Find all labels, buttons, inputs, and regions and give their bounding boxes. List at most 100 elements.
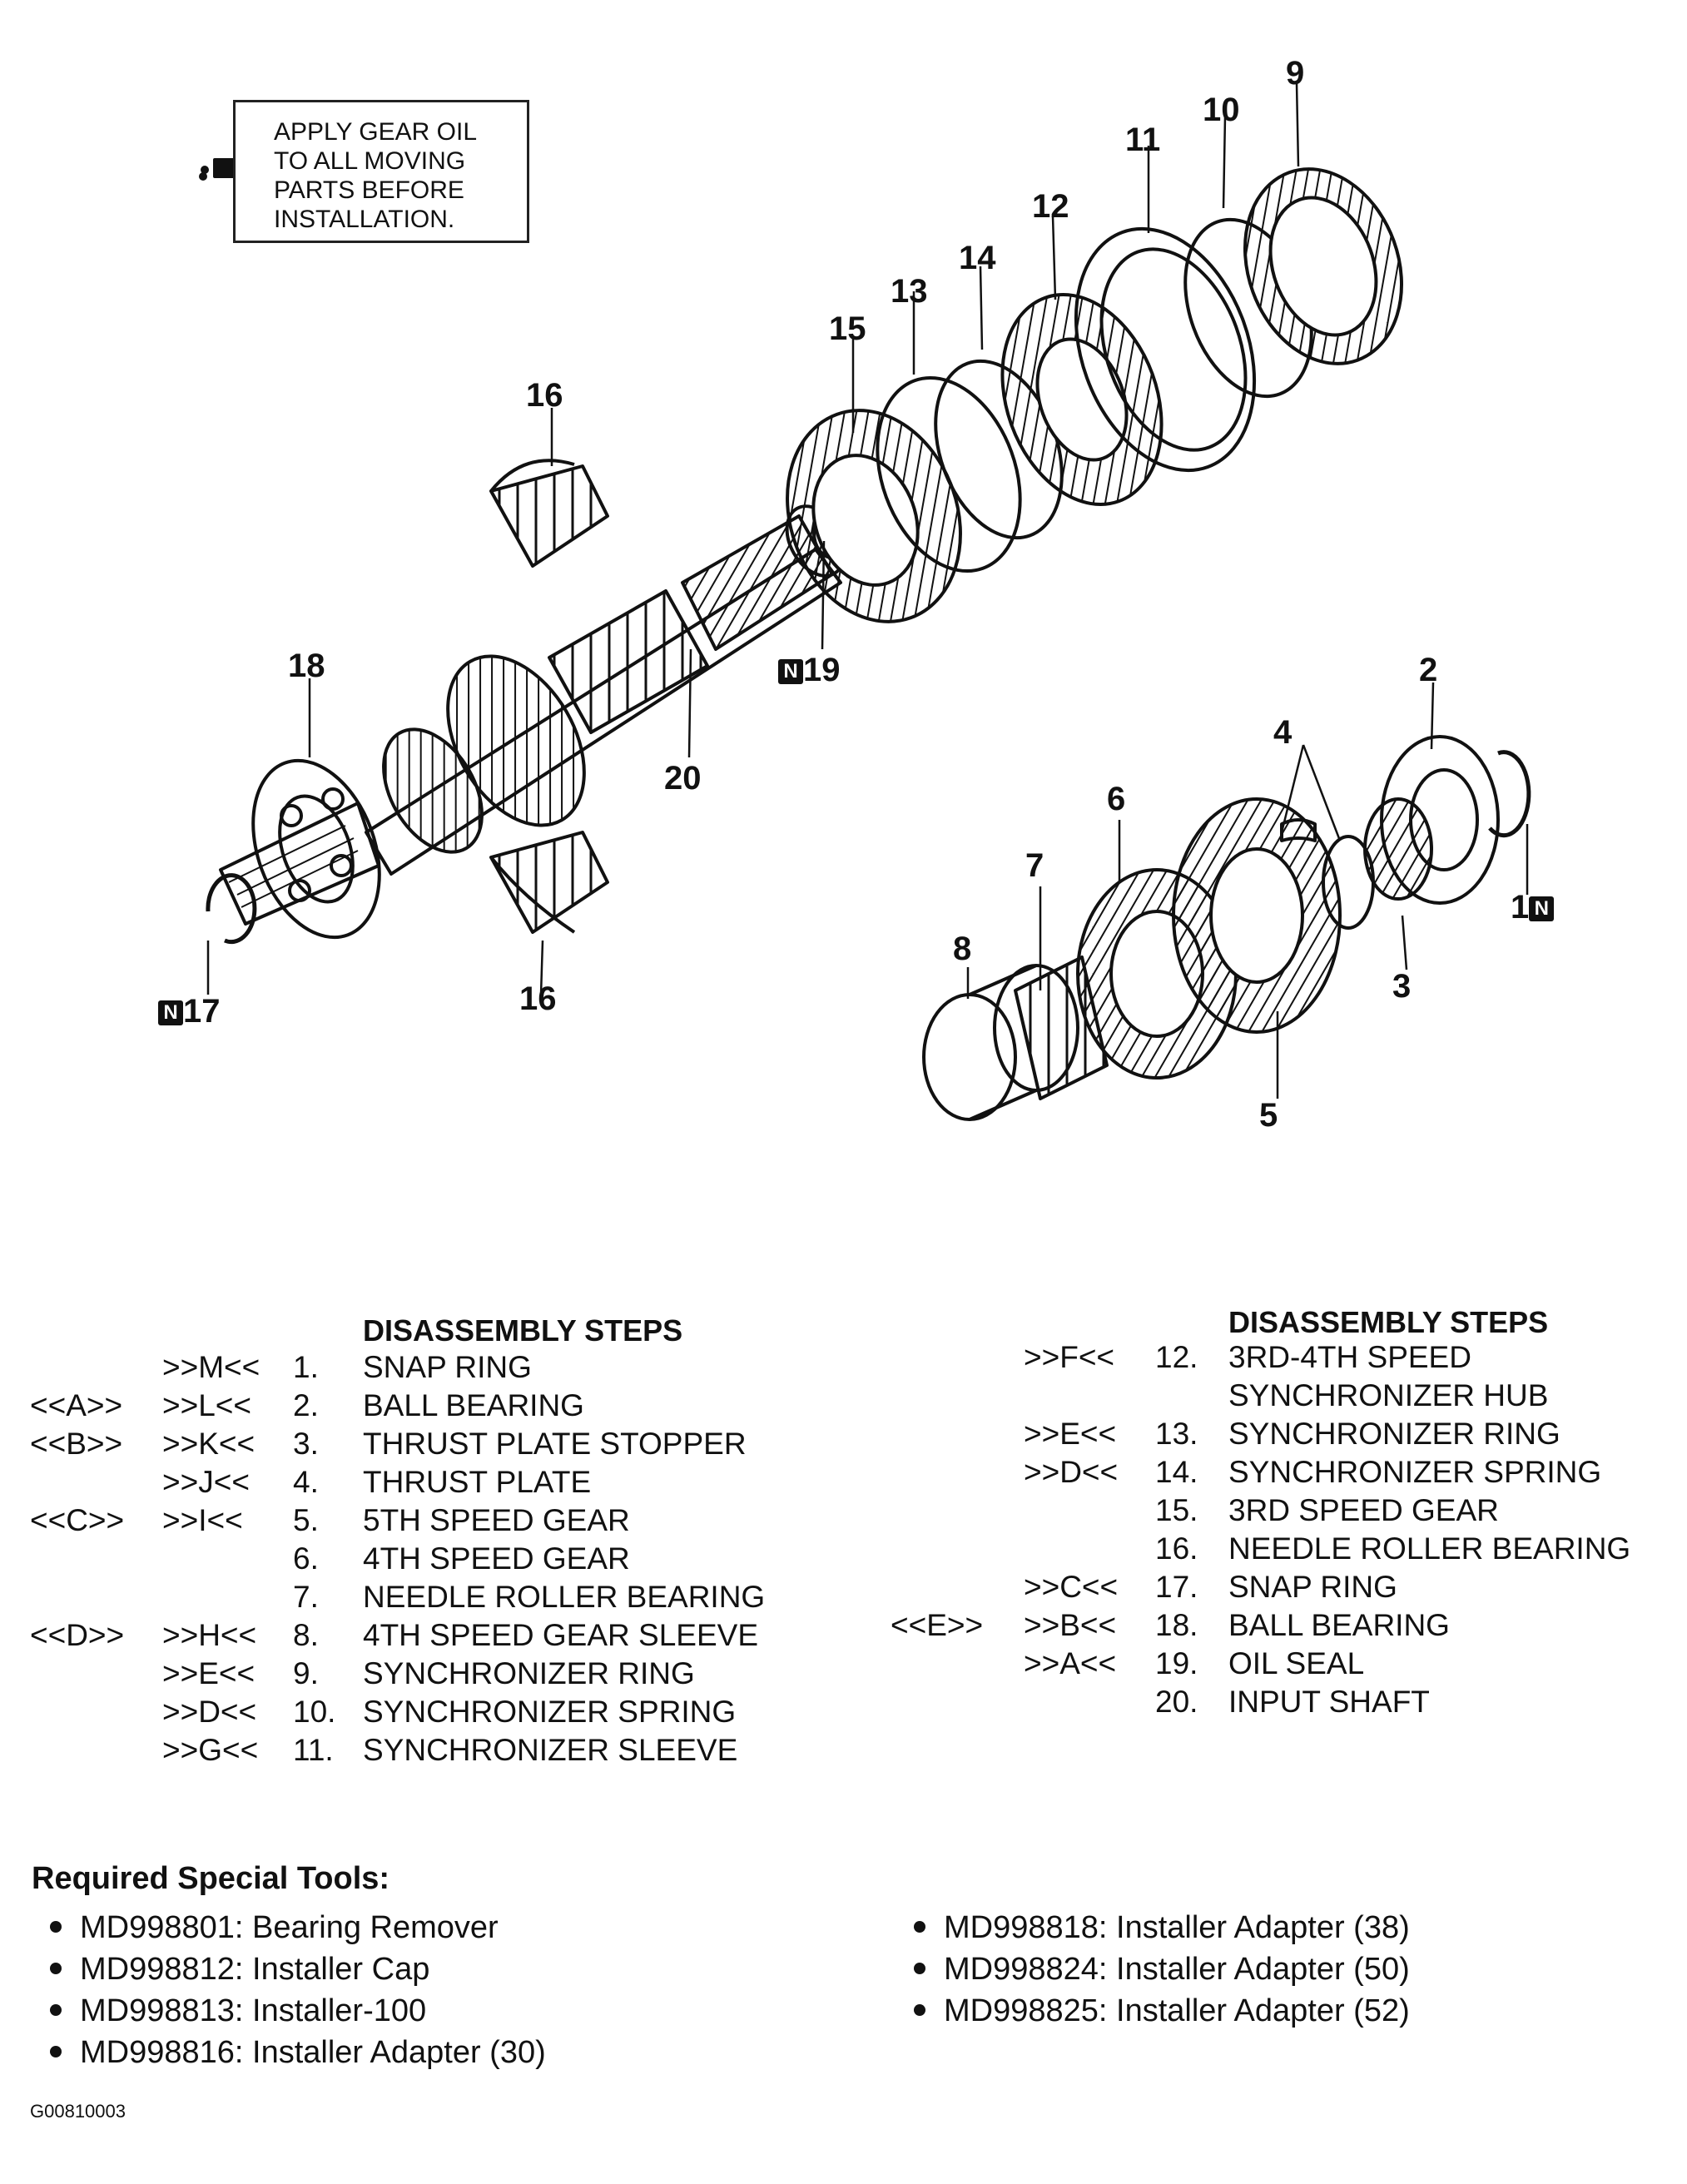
step-install-code: >>I<< bbox=[162, 1503, 243, 1537]
step-install-code: >>G<< bbox=[162, 1733, 259, 1767]
tool-item: MD998812: Installer Cap bbox=[50, 1952, 429, 1988]
step-row: >>F<< 12. 3RD-4TH SPEED bbox=[0, 1338, 1687, 1377]
step-number: 14. bbox=[1155, 1455, 1198, 1489]
step-row: >>A<<19.OIL SEAL bbox=[0, 1645, 1687, 1683]
step-number: 10. bbox=[293, 1695, 336, 1729]
step-number: 12. bbox=[1155, 1340, 1198, 1374]
callout-14: 14 bbox=[959, 240, 996, 276]
tool-item: MD998816: Installer Adapter (30) bbox=[50, 2035, 546, 2071]
step-number: 16. bbox=[1155, 1531, 1198, 1566]
step-row: <<D>>>>H<<8.4TH SPEED GEAR SLEEVE bbox=[0, 1616, 1687, 1655]
step-number: 9. bbox=[293, 1656, 319, 1690]
step-part-name: BALL BEARING bbox=[1228, 1608, 1450, 1642]
step-part-name: INPUT SHAFT bbox=[1228, 1685, 1430, 1719]
gear-oil-note: APPLY GEAR OIL TO ALL MOVING PARTS BEFOR… bbox=[233, 100, 529, 243]
callout-16-lower: 16 bbox=[519, 980, 557, 1017]
sync-ring-9 bbox=[1243, 167, 1404, 365]
step-install-code: >>M<< bbox=[162, 1350, 260, 1384]
new-part-badge: N bbox=[158, 1000, 183, 1026]
step-number: 4. bbox=[293, 1465, 319, 1499]
step-row: >>E<< 9. SYNCHRONIZER RING bbox=[0, 1655, 1687, 1693]
step-part-name: 4TH SPEED GEAR SLEEVE bbox=[363, 1618, 759, 1652]
step-row: >>E<<13.SYNCHRONIZER RING bbox=[0, 1415, 1687, 1453]
step-row: <<E>>>>B<<18.BALL BEARING bbox=[0, 1606, 1687, 1645]
step-part-name: SNAP RING bbox=[1228, 1570, 1397, 1604]
step-number: 8. bbox=[293, 1618, 319, 1652]
tool-label: MD998824: Installer Adapter (50) bbox=[944, 1952, 1410, 1987]
bullet-icon bbox=[914, 1920, 925, 1933]
tools-title: Required Special Tools: bbox=[32, 1861, 390, 1896]
step-removal-code: <<A>> bbox=[30, 1388, 123, 1422]
step-install-code: >>K<< bbox=[162, 1427, 256, 1461]
callout-10: 10 bbox=[1203, 92, 1240, 128]
callout-15: 15 bbox=[829, 310, 866, 347]
tool-label: MD998813: Installer-100 bbox=[80, 1993, 427, 2028]
step-number: 19. bbox=[1155, 1646, 1198, 1680]
callout-5: 5 bbox=[1259, 1097, 1278, 1134]
step-row: >>G<<11.SYNCHRONIZER SLEEVE bbox=[0, 1731, 1687, 1770]
step-install-code: >>L<< bbox=[162, 1388, 252, 1422]
step-row: 15.3RD SPEED GEAR bbox=[0, 1492, 1687, 1530]
gear-5 bbox=[1172, 797, 1342, 1034]
step-number: 11. bbox=[293, 1733, 334, 1767]
step-install-code: >>J<< bbox=[162, 1465, 250, 1499]
tool-label: MD998825: Installer Adapter (52) bbox=[944, 1993, 1410, 2028]
snap-ring-17 bbox=[206, 873, 257, 945]
step-row: >>C<<17.SNAP RING bbox=[0, 1568, 1687, 1606]
step-row: 16.NEEDLE ROLLER BEARING bbox=[0, 1530, 1687, 1568]
step-number: 15. bbox=[1155, 1493, 1198, 1527]
step-number: 3. bbox=[293, 1427, 319, 1461]
tool-label: MD998816: Installer Adapter (30) bbox=[80, 2035, 546, 2070]
step-row: >>D<<14.SYNCHRONIZER SPRING bbox=[0, 1453, 1687, 1492]
step-number: 13. bbox=[1155, 1417, 1198, 1451]
step-part-name: SYNCHRONIZER SPRING bbox=[363, 1695, 737, 1729]
callout-4: 4 bbox=[1273, 714, 1293, 751]
bullet-icon bbox=[50, 1962, 62, 1974]
step-part-name: SYNCHRONIZER HUB bbox=[1228, 1378, 1549, 1412]
callout-8: 8 bbox=[953, 931, 972, 967]
tool-label: MD998818: Installer Adapter (38) bbox=[944, 1910, 1410, 1945]
step-part-name: 3RD-4TH SPEED bbox=[1228, 1340, 1471, 1374]
callout-13: 13 bbox=[891, 273, 928, 310]
step-part-name: SYNCHRONIZER RING bbox=[363, 1656, 695, 1690]
figure-code: G00810003 bbox=[30, 2101, 126, 2122]
bullet-icon bbox=[914, 2003, 925, 2016]
step-install-code: >>E<< bbox=[162, 1656, 256, 1690]
step-number: 7. bbox=[293, 1580, 319, 1614]
callout-6: 6 bbox=[1107, 781, 1126, 817]
callout-18: 18 bbox=[288, 648, 325, 684]
step-install-code: >>B<< bbox=[1024, 1608, 1117, 1642]
step-row: >>M<<1.SNAP RING bbox=[0, 1348, 1687, 1387]
step-install-code: >>F<< bbox=[1024, 1340, 1115, 1374]
step-part-name: 4TH SPEED GEAR bbox=[363, 1541, 630, 1576]
needle-bearing-16-upper bbox=[489, 459, 609, 568]
step-part-name: THRUST PLATE STOPPER bbox=[363, 1427, 747, 1461]
step-install-code: >>E<< bbox=[1024, 1417, 1117, 1451]
bullet-icon bbox=[50, 1920, 62, 1933]
step-install-code: >>D<< bbox=[162, 1695, 257, 1729]
callout-16-upper: 16 bbox=[526, 377, 563, 414]
step-part-name: 5TH SPEED GEAR bbox=[363, 1503, 630, 1537]
step-row: <<C>>>>I<<5.5TH SPEED GEAR bbox=[0, 1502, 1687, 1540]
step-number: 6. bbox=[293, 1541, 319, 1576]
step-install-code: >>D<< bbox=[1024, 1455, 1119, 1489]
step-install-code: >>C<< bbox=[1024, 1570, 1119, 1604]
tool-item: MD998825: Installer Adapter (52) bbox=[914, 1993, 1410, 2029]
gear-15 bbox=[786, 409, 962, 623]
callout-12: 12 bbox=[1032, 188, 1069, 225]
bullet-icon bbox=[914, 1962, 925, 1974]
step-install-code: >>H<< bbox=[162, 1618, 257, 1652]
leader-lines bbox=[206, 82, 1529, 1099]
callout-3: 3 bbox=[1392, 968, 1412, 1005]
tool-item: MD998801: Bearing Remover bbox=[50, 1910, 499, 1946]
step-number: 5. bbox=[293, 1503, 319, 1537]
new-part-badge: N bbox=[778, 659, 803, 685]
step-removal-code: <<E>> bbox=[891, 1608, 984, 1642]
step-install-code: >>A<< bbox=[1024, 1646, 1117, 1680]
tool-item: MD998824: Installer Adapter (50) bbox=[914, 1952, 1410, 1988]
step-row: 7.NEEDLE ROLLER BEARING bbox=[0, 1578, 1687, 1616]
step-removal-code: <<B>> bbox=[30, 1427, 123, 1461]
bullet-icon bbox=[50, 2045, 62, 2057]
step-number: 20. bbox=[1155, 1685, 1198, 1719]
